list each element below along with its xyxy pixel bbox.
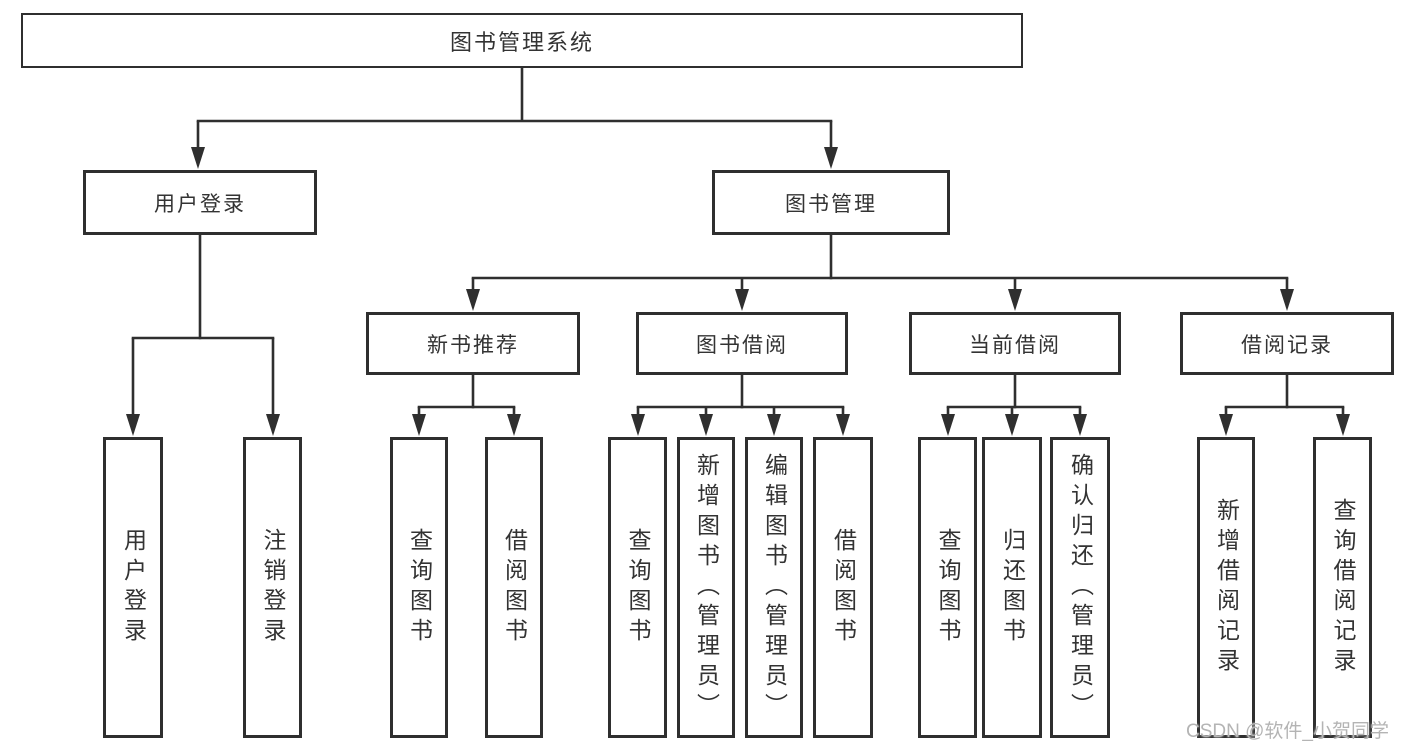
arrowhead-icons xyxy=(126,147,1350,436)
leaf-query-borrow-record: 查询借阅记录 xyxy=(1313,437,1372,738)
node-current-borrowing: 当前借阅 xyxy=(909,312,1121,375)
leaf-query-books-current-label: 查询图书 xyxy=(935,527,961,648)
node-new-book-recommendation: 新书推荐 xyxy=(366,312,580,375)
leaf-edit-book-admin: 编辑图书（管理员） xyxy=(745,437,803,738)
leaf-query-books-borrowing: 查询图书 xyxy=(608,437,667,738)
leaf-query-books-current: 查询图书 xyxy=(918,437,977,738)
leaf-user-login-label: 用户登录 xyxy=(120,527,147,648)
node-book-management: 图书管理 xyxy=(712,170,950,235)
leaf-query-books-recommend-label: 查询图书 xyxy=(406,527,433,648)
watermark: CSDN @软件_小贺同学 xyxy=(1186,721,1389,742)
leaf-query-books-borrowing-label: 查询图书 xyxy=(625,527,651,648)
node-current-borrowing-label: 当前借阅 xyxy=(969,333,1061,357)
leaf-borrow-books-recommend: 借阅图书 xyxy=(485,437,543,738)
node-user-login-branch-label: 用户登录 xyxy=(154,192,246,216)
leaf-add-book-admin: 新增图书（管理员） xyxy=(677,437,735,738)
leaf-add-borrow-record-label: 新增借阅记录 xyxy=(1213,497,1240,678)
leaf-logout: 注销登录 xyxy=(243,437,302,738)
node-user-login-branch: 用户登录 xyxy=(83,170,317,235)
leaf-confirm-return-admin: 确认归还（管理员） xyxy=(1050,437,1110,738)
node-new-book-recommendation-label: 新书推荐 xyxy=(427,333,519,357)
leaf-query-books-recommend: 查询图书 xyxy=(390,437,448,738)
node-borrowing-records: 借阅记录 xyxy=(1180,312,1394,375)
leaf-logout-label: 注销登录 xyxy=(260,527,286,648)
node-root: 图书管理系统 xyxy=(21,13,1023,68)
leaf-user-login: 用户登录 xyxy=(103,437,163,738)
node-root-label: 图书管理系统 xyxy=(449,29,594,55)
leaf-confirm-return-admin-label: 确认归还（管理员） xyxy=(1067,452,1094,723)
leaf-return-books: 归还图书 xyxy=(982,437,1042,738)
node-book-borrowing-label: 图书借阅 xyxy=(696,333,788,357)
leaf-edit-book-admin-label: 编辑图书（管理员） xyxy=(761,452,788,723)
leaf-query-borrow-record-label: 查询借阅记录 xyxy=(1330,497,1356,678)
leaf-add-book-admin-label: 新增图书（管理员） xyxy=(693,452,720,723)
leaf-borrow-books-recommend-label: 借阅图书 xyxy=(501,527,528,648)
leaf-add-borrow-record: 新增借阅记录 xyxy=(1197,437,1255,738)
node-book-management-label: 图书管理 xyxy=(785,192,877,216)
leaf-borrow-books-borrowing-label: 借阅图书 xyxy=(830,527,857,648)
node-borrowing-records-label: 借阅记录 xyxy=(1241,333,1333,357)
leaf-return-books-label: 归还图书 xyxy=(999,527,1026,648)
leaf-borrow-books-borrowing: 借阅图书 xyxy=(813,437,873,738)
node-book-borrowing: 图书借阅 xyxy=(636,312,848,375)
